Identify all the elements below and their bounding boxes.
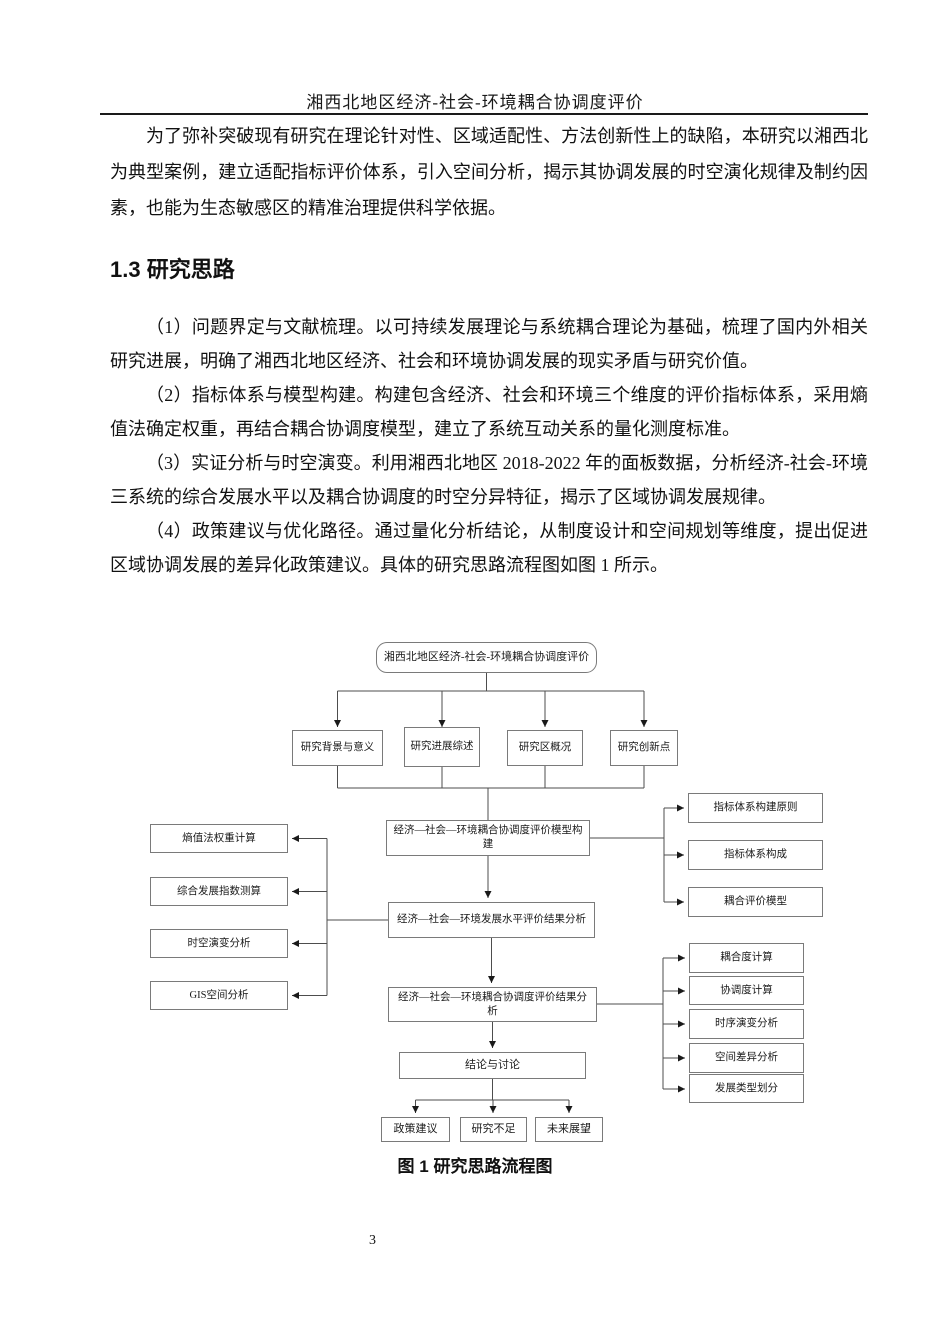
flowchart-node-review: 研究进展综述 [404,727,480,767]
flowchart-node-policy-suggestions: 政策建议 [381,1117,450,1142]
flowchart-node-index-principles: 指标体系构建原则 [688,793,823,823]
flowchart-node-temporal-evolution-analysis: 时序演变分析 [689,1009,804,1039]
figure-caption: 图 1 研究思路流程图 [397,1157,553,1176]
flowchart-node-spatial-difference-analysis: 空间差异分析 [689,1043,804,1073]
paragraph-4: （4）政策建议与优化路径。通过量化分析结论，从制度设计和空间规划等维度，提出促进… [110,521,868,575]
flowchart-node-coordination-degree-calc: 协调度计算 [689,976,804,1005]
paragraph-1: （1）问题界定与文献梳理。以可持续发展理论与系统耦合理论为基础，梳理了国内外相关… [110,317,868,371]
section-heading: 1.3 研究思路 [110,257,235,282]
paragraph-3: （3）实证分析与时空演变。利用湘西北地区 2018-2022 年的面板数据，分析… [110,453,868,507]
flowchart-node-research-limitations: 研究不足 [460,1117,527,1142]
flowchart-node-gis-spatial-analysis: GIS空间分析 [150,981,288,1010]
flowchart-node-model-construction: 经济—社会—环境耦合协调度评价模型构建 [386,820,590,856]
flowchart-node-study-area: 研究区概况 [507,730,583,766]
flowchart-node-development-type-classification: 发展类型划分 [689,1074,804,1103]
page-number: 3 [369,1233,376,1248]
flowchart-node-background: 研究背景与意义 [292,730,383,766]
intro-paragraph: 为了弥补突破现有研究在理论针对性、区域适配性、方法创新性上的缺陷，本研究以湘西北… [110,126,868,218]
flowchart-node-composite-index: 综合发展指数测算 [150,877,288,906]
flowchart-node-coupling-degree-calc: 耦合度计算 [689,943,804,973]
flowchart-node-entropy-weight: 熵值法权重计算 [150,824,288,853]
flowchart-node-coupling-evaluation-model: 耦合评价模型 [688,887,823,917]
flowchart-node-root: 湘西北地区经济-社会-环境耦合协调度评价 [376,642,597,673]
flowchart-node-innovation: 研究创新点 [610,730,678,766]
flowchart-node-index-composition: 指标体系构成 [688,840,823,870]
section-body: （1）问题界定与文献梳理。以可持续发展理论与系统耦合理论为基础，梳理了国内外相关… [110,310,868,582]
page-header-title: 湘西北地区经济-社会-环境耦合协调度评价 [306,93,644,112]
header-rule [100,113,868,115]
paragraph-2: （2）指标体系与模型构建。构建包含经济、社会和环境三个维度的评价指标体系，采用熵… [110,385,868,439]
flowchart-node-conclusion: 结论与讨论 [399,1052,586,1079]
flowchart-node-spatiotemporal-evolution: 时空演变分析 [150,929,288,958]
flowchart-node-level-result-analysis: 经济—社会—环境发展水平评价结果分析 [388,902,595,938]
flowchart-node-future-outlook: 未来展望 [535,1117,603,1142]
flowchart-node-coupling-result-analysis: 经济—社会—环境耦合协调度评价结果分析 [388,987,597,1022]
